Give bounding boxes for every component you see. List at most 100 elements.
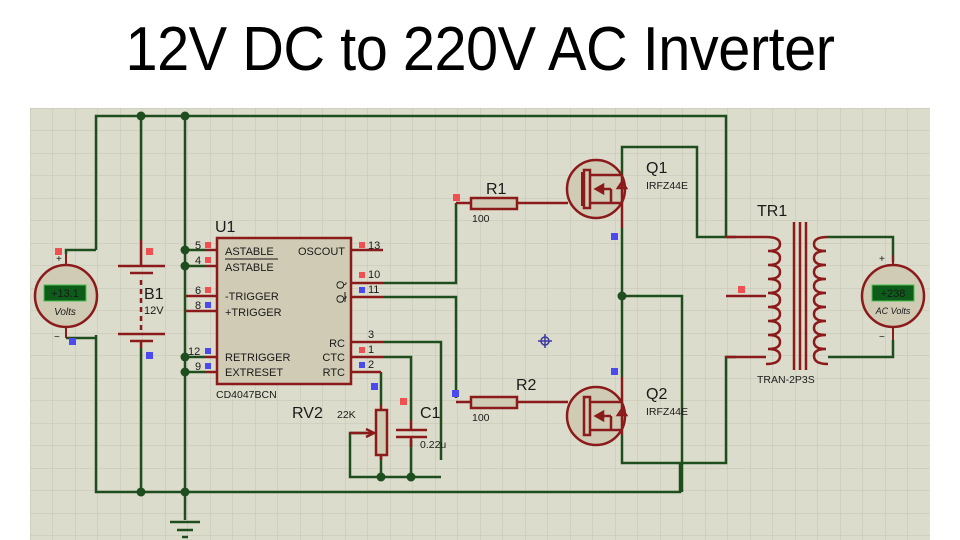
pin-marker-low xyxy=(205,348,211,354)
ic-ref: U1 xyxy=(215,219,236,236)
mosfet-q2-ref: Q2 xyxy=(646,386,667,403)
mosfet-q1-part: IRFZ44E xyxy=(646,180,688,192)
ic-pin-markers xyxy=(205,194,745,405)
ic-pin-number: 9 xyxy=(195,361,201,373)
wire-bottom-rail xyxy=(94,335,682,494)
ic-pin-name-rtc: RTC xyxy=(323,367,345,379)
pin-marker-high xyxy=(55,248,62,255)
transformer-part: TRAN-2P3S xyxy=(757,374,815,386)
resistor-r2-ref: R2 xyxy=(516,377,537,394)
pin-marker-high xyxy=(359,242,365,248)
resistor-r2[interactable] xyxy=(456,395,568,410)
ic-pin-number: 1 xyxy=(368,344,374,356)
mosfet-q2-part: IRFZ44E xyxy=(646,406,688,418)
pin-marker-low xyxy=(359,287,365,293)
capacitor-value: 0.22u xyxy=(420,439,446,451)
ac-voltmeter-reading: +238 xyxy=(881,288,906,300)
ic-pin-number: 10 xyxy=(368,269,380,281)
transformer-tr1[interactable] xyxy=(726,222,829,370)
pin-marker-low xyxy=(359,362,365,368)
ic-pin-name-astable-bar: ASTABLE xyxy=(225,262,274,274)
junction-dot xyxy=(617,291,627,301)
ic-pin-number: 13 xyxy=(368,240,380,252)
wire-secondary-plus xyxy=(828,235,895,262)
ic-pin-number: 11 xyxy=(368,284,379,296)
dc-voltmeter-minus: − xyxy=(54,332,60,343)
dc-voltmeter[interactable]: +13.1 Volts + − xyxy=(33,248,99,345)
ic-pin-number: 3 xyxy=(368,329,374,341)
wire-dcmeter-plus xyxy=(64,248,96,254)
wire-q1-drain xyxy=(620,145,736,239)
pin-marker-low xyxy=(69,338,76,345)
ac-voltmeter-plus: + xyxy=(879,254,885,265)
junctions xyxy=(136,111,627,497)
ic-pin-name-retrigger: RETRIGGER xyxy=(225,352,290,364)
pin-marker-high xyxy=(359,272,365,278)
resistor-r1-ref: R1 xyxy=(486,181,507,198)
ic-pin-name-extreset: EXTRESET xyxy=(225,367,283,379)
ic-pin-name-q: Q xyxy=(335,280,347,289)
wire-secondary-minus xyxy=(828,340,895,359)
pin-marker-low xyxy=(205,363,211,369)
mosfet-q1-ref: Q1 xyxy=(646,160,667,177)
ac-voltmeter-minus: − xyxy=(879,332,885,343)
ic-pin-number: 5 xyxy=(195,240,201,252)
battery-value: 12V xyxy=(144,305,164,317)
ic-pin-number: 4 xyxy=(195,255,201,267)
ic-pin-name-astable: ASTABLE xyxy=(225,246,274,258)
pin-marker-low xyxy=(452,390,459,397)
resistor-r2-value: 100 xyxy=(472,412,490,424)
ic-pin-name-q-bar: Q xyxy=(335,294,347,303)
ac-voltmeter-unit: AC Volts xyxy=(875,306,911,316)
wires xyxy=(64,114,895,520)
resistor-r1-value: 100 xyxy=(472,213,490,225)
pin-marker-low xyxy=(205,302,211,308)
ic-pin-name-neg-trigger: -TRIGGER xyxy=(225,291,279,303)
pin-marker-low xyxy=(611,368,618,375)
capacitor-ref: C1 xyxy=(420,405,441,422)
junction-dot xyxy=(180,352,190,362)
pin-marker-low xyxy=(146,352,153,359)
origin-crosshair-icon xyxy=(538,334,552,348)
pin-marker-high xyxy=(146,248,153,255)
junction-dot xyxy=(136,487,146,497)
ac-voltmeter[interactable]: +238 AC Volts + − xyxy=(860,254,926,343)
ground-symbol xyxy=(170,520,200,539)
ic-u1[interactable] xyxy=(185,236,383,386)
pin-marker-high xyxy=(205,257,211,263)
ic-pin-number: 2 xyxy=(368,359,374,371)
wire-centre-tap xyxy=(622,294,684,492)
ic-pin-number: 12 xyxy=(188,346,200,358)
junction-dot xyxy=(406,472,416,482)
resistor-r1[interactable] xyxy=(456,196,568,211)
transformer-ref: TR1 xyxy=(757,203,787,220)
ic-pin-name-pos-trigger: +TRIGGER xyxy=(225,307,282,319)
junction-dot xyxy=(136,111,146,121)
pin-marker-low xyxy=(371,383,378,390)
capacitor-c1[interactable] xyxy=(396,420,427,447)
wire-ctc xyxy=(383,355,413,420)
battery-ref: B1 xyxy=(144,286,164,303)
dc-voltmeter-reading: +13.1 xyxy=(51,288,79,300)
pin-marker-high xyxy=(738,286,745,293)
potentiometer-ref: RV2 xyxy=(292,405,323,422)
mosfet-q1[interactable] xyxy=(565,158,629,228)
potentiometer-rv2[interactable] xyxy=(350,405,389,460)
junction-dot xyxy=(180,111,190,121)
diagram-title: 12V DC to 220V AC Inverter xyxy=(125,15,835,84)
pin-marker-high xyxy=(400,398,407,405)
ic-pin-number: 6 xyxy=(195,285,201,297)
pin-marker-high xyxy=(453,194,460,201)
wire-rc xyxy=(383,340,443,460)
pin-marker-high xyxy=(205,242,211,248)
ic-pin-name-ctc: CTC xyxy=(322,352,345,364)
mosfet-q2[interactable] xyxy=(565,377,629,447)
junction-dot xyxy=(180,245,190,255)
wire-q-to-r1 xyxy=(383,203,458,285)
potentiometer-value: 22K xyxy=(337,409,356,421)
junction-dot xyxy=(376,472,386,482)
dc-voltmeter-display xyxy=(43,284,87,302)
pin-marker-high xyxy=(205,287,211,293)
battery-b1[interactable] xyxy=(118,240,165,359)
